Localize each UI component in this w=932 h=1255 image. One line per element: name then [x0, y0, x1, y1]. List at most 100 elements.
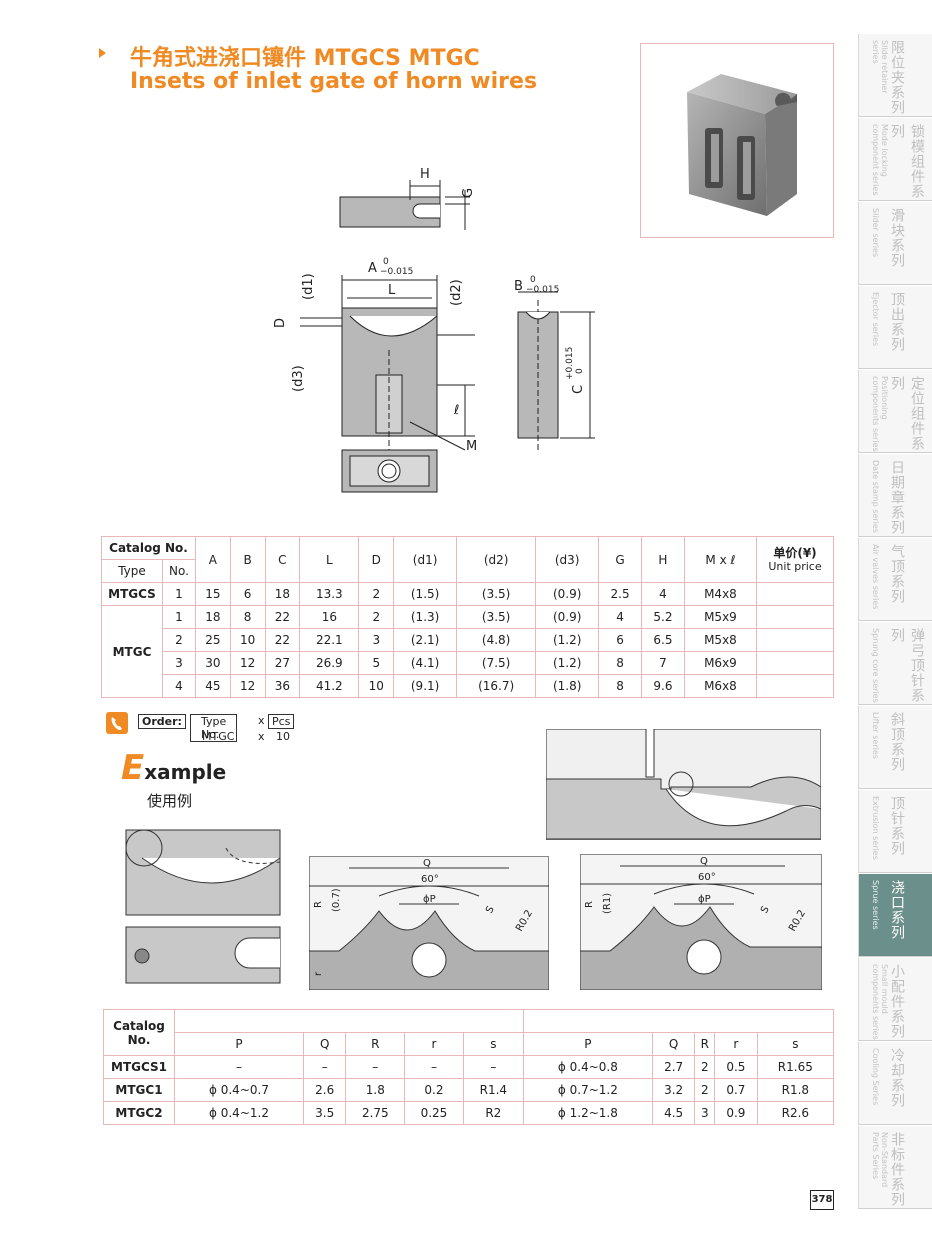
dim-b-tol-top: 0: [530, 275, 536, 285]
order-x: x: [258, 714, 265, 727]
value-cell: 18: [264, 582, 301, 606]
value-cell: 16: [299, 605, 360, 629]
catalog-no-header: Catalog No.: [103, 1009, 175, 1056]
value-cell: 6: [229, 582, 266, 606]
col-header: A: [195, 536, 231, 583]
col-header: (d3): [535, 536, 600, 583]
price-cell: [756, 628, 834, 652]
example-drawing-middle: Q 60° ϕP R (0.7) r S R0.2: [309, 856, 549, 990]
value-cell: 22: [264, 628, 301, 652]
dim-b-label: B: [514, 279, 523, 294]
label-r-val: (0.7): [331, 888, 342, 912]
tab-label-zh: 顶出系列: [889, 292, 905, 352]
col-header: (d1): [393, 536, 458, 583]
value-cell: 4: [641, 582, 685, 606]
value-cell: R1.65: [756, 1055, 835, 1079]
value-cell: 3.2: [651, 1078, 696, 1102]
tab-label-en: Extrusion series: [871, 796, 880, 860]
no-cell: 2: [162, 628, 196, 652]
value-cell: 0.2: [404, 1078, 464, 1102]
value-cell: 3: [694, 1101, 716, 1125]
value-cell: R1.4: [462, 1078, 524, 1102]
no-header: No.: [162, 559, 196, 583]
type-cell: MTGCS: [101, 582, 163, 606]
tab-ejector[interactable]: 顶出系列 Ejector series: [858, 286, 932, 369]
col-header: H: [641, 536, 685, 583]
tab-label-zh: 小配件系列: [889, 964, 905, 1039]
tab-label-zh: 弹弓顶针系列: [889, 628, 925, 703]
page-title-en: Insets of inlet gate of horn wires: [130, 69, 538, 94]
value-cell: 4: [598, 605, 642, 629]
value-cell: ϕ 0.4~1.2: [174, 1101, 304, 1125]
dim-a-tol-bot: −0.015: [380, 267, 413, 277]
value-cell: (1.2): [535, 651, 600, 675]
tab-label-zh: 气顶系列: [889, 544, 905, 604]
value-cell: (1.2): [535, 628, 600, 652]
price-cell: [756, 674, 834, 698]
col-header: (d2): [456, 536, 537, 583]
label-r-val: (R1): [602, 893, 613, 914]
tab-label-en: Small mould components series: [871, 964, 889, 1040]
col-header: Q: [651, 1032, 696, 1056]
table-row: 4 45 12 36 41.2 10 (9.1) (16.7) (1.8) 8 …: [102, 674, 834, 698]
value-cell: ϕ 1.2~1.8: [522, 1101, 653, 1125]
table-row: MTGC2 ϕ 0.4~1.2 3.5 2.75 0.25 R2 ϕ 1.2~1…: [103, 1101, 835, 1125]
value-cell: (2.1): [393, 628, 458, 652]
catalog-no-header: Catalog No.: [101, 536, 196, 560]
col-header: P: [522, 1032, 653, 1056]
order-label: Order:: [138, 714, 186, 729]
tab-label-en: Ejector series: [871, 292, 880, 347]
value-cell: (3.5): [456, 582, 537, 606]
value-cell: 5: [358, 651, 395, 675]
gate-table: Catalog No. P Q R r s P Q R r s MTGCS1 –…: [103, 1009, 835, 1125]
value-cell: (3.5): [456, 605, 537, 629]
table-row: 2 25 10 22 22.1 3 (2.1) (4.8) (1.2) 6 6.…: [102, 628, 834, 652]
value-cell: 25: [195, 628, 231, 652]
value-cell: 15: [195, 582, 231, 606]
dim-a-tol-top: 0: [383, 257, 389, 267]
value-cell: M4x8: [683, 582, 758, 606]
label-angle: 60°: [421, 874, 439, 885]
value-cell: –: [302, 1055, 347, 1079]
technical-drawing: H G A 0 −0.015 L (d1) (d2) D (d3) ℓ M B …: [273, 167, 595, 493]
col-header: r: [714, 1032, 758, 1056]
col-header: Q: [302, 1032, 347, 1056]
dim-g-label: G: [461, 188, 476, 198]
value-cell: 2.7: [651, 1055, 696, 1079]
value-cell: –: [345, 1055, 406, 1079]
value-cell: 3: [358, 628, 395, 652]
spec-table: Catalog No. A B C L D (d1) (d2) (d3) G H…: [101, 536, 834, 698]
value-cell: –: [462, 1055, 524, 1079]
tab-label-zh: 斜顶系列: [889, 712, 905, 772]
col-header: r: [404, 1032, 464, 1056]
value-cell: 0.25: [404, 1101, 464, 1125]
catalog-cell: MTGC1: [103, 1078, 175, 1102]
title-arrow-icon: [99, 48, 106, 58]
value-cell: (1.3): [393, 605, 458, 629]
group-header-right: [522, 1009, 835, 1033]
value-cell: 45: [195, 674, 231, 698]
value-cell: (16.7): [456, 674, 537, 698]
table-row: MTGC1 ϕ 0.4~0.7 2.6 1.8 0.2 R1.4 ϕ 0.7~1…: [103, 1078, 835, 1102]
no-cell: 1: [162, 605, 196, 629]
value-cell: R2: [462, 1101, 524, 1125]
label-q: Q: [423, 858, 431, 869]
page-number: 378: [810, 1190, 834, 1210]
dim-d2-label: (d2): [449, 279, 464, 306]
tab-label-zh: 锁模组件系列: [889, 124, 925, 199]
value-cell: (1.8): [535, 674, 600, 698]
value-cell: 10: [358, 674, 395, 698]
